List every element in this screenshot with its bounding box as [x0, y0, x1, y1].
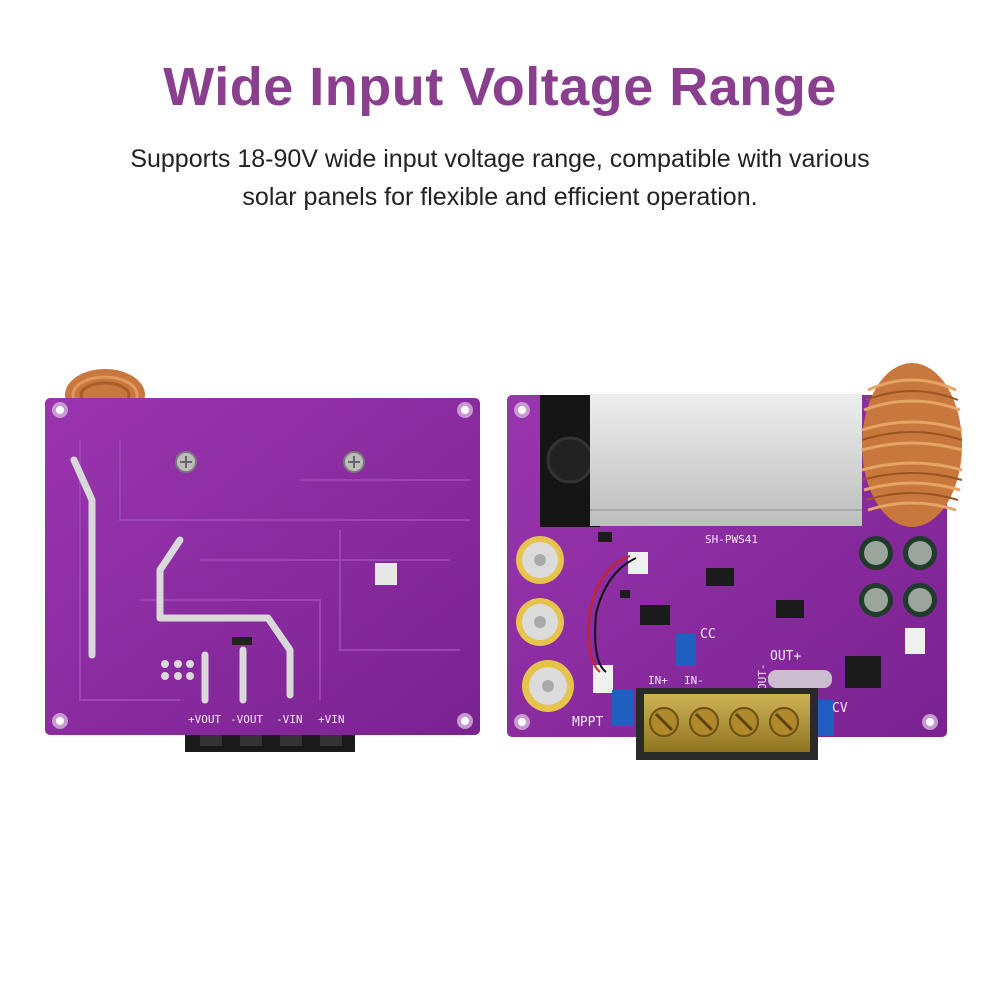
back-board: +VOUT -VOUT -VIN +VIN	[45, 369, 480, 752]
product-photo: +VOUT -VOUT -VIN +VIN	[45, 363, 963, 760]
label-cv: CV	[832, 701, 848, 716]
cc-potentiometer-icon[interactable]	[676, 634, 696, 666]
inductor-coil-icon	[861, 363, 963, 527]
screw-terminal-block[interactable]	[636, 688, 818, 760]
label-vout-neg: -VOUT	[230, 713, 263, 726]
label-mppt: MPPT	[572, 715, 603, 730]
subheadline-line-2: solar panels for flexible and efficient …	[242, 183, 758, 211]
label-vout-pos: +VOUT	[188, 713, 221, 726]
heatsink	[590, 394, 862, 526]
label-vin-pos: +VIN	[318, 713, 345, 726]
label-in-pos: IN+	[648, 674, 668, 687]
label-out-neg: OUT-	[756, 664, 769, 691]
headline: Wide Input Voltage Range	[163, 57, 837, 117]
label-in-neg: IN-	[684, 674, 704, 687]
mppt-potentiometer-icon[interactable]	[612, 690, 634, 726]
subheadline-line-1: Supports 18-90V wide input voltage range…	[130, 145, 870, 173]
label-model: SH-PWS41	[705, 533, 758, 546]
front-board: SH-PWS41	[507, 363, 963, 760]
capacitor-icon	[516, 536, 574, 712]
label-vin-neg: -VIN	[276, 713, 303, 726]
label-cc: CC	[700, 627, 716, 642]
back-pcb	[45, 398, 480, 735]
small-capacitor-icon	[859, 536, 937, 617]
label-out-pos: OUT+	[770, 649, 801, 664]
back-screw-icon	[175, 451, 365, 473]
subheadline: Supports 18-90V wide input voltage range…	[50, 140, 950, 216]
